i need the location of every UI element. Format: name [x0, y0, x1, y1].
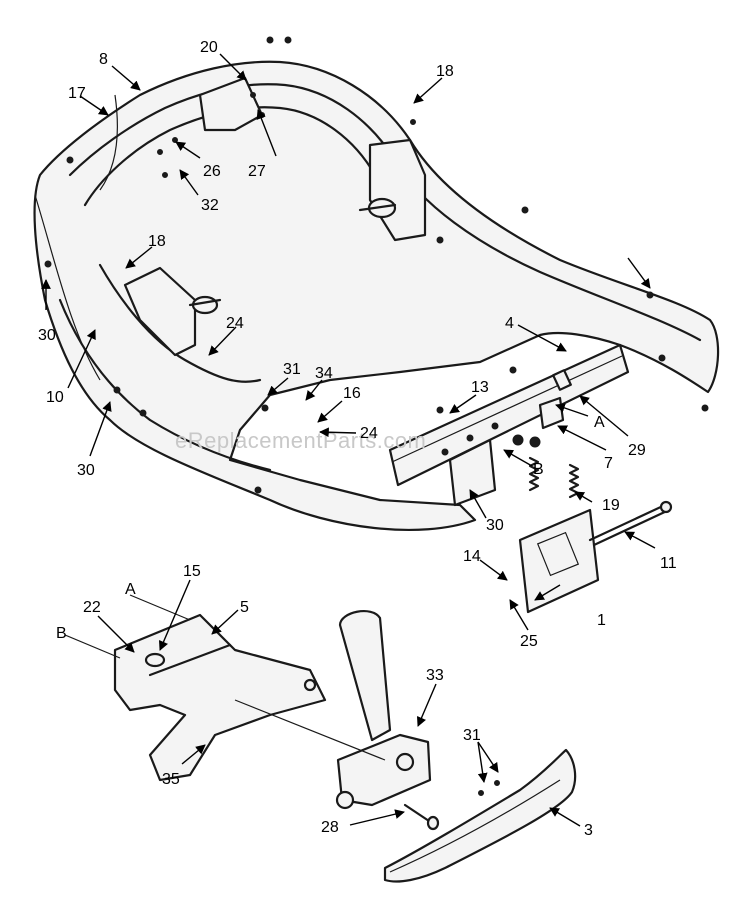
- steering-spindle: [234, 609, 432, 810]
- callout-30-left: 30: [38, 327, 56, 344]
- callout-27: 27: [248, 163, 266, 180]
- callout-4: 4: [505, 315, 514, 332]
- callout-15: 15: [183, 563, 201, 580]
- callout-3: 3: [584, 822, 593, 839]
- callout-31-mid: 31: [283, 361, 301, 378]
- callout-17: 17: [68, 85, 86, 102]
- rear-crossmember: [388, 343, 630, 487]
- callout-24-mid: 24: [360, 425, 378, 442]
- right-upright-bracket: [358, 138, 427, 242]
- spindle-pin: [403, 803, 440, 831]
- callout-13: 13: [471, 379, 489, 396]
- callout-33: 33: [426, 667, 444, 684]
- callout-28: 28: [321, 819, 339, 836]
- callout-A-lower: A: [125, 581, 136, 598]
- callout-31-bumper: 31: [463, 727, 481, 744]
- hitch-plate: [518, 508, 600, 614]
- callout-B-lower: B: [56, 625, 67, 642]
- callout-25: 25: [520, 633, 538, 650]
- callout-1: 1: [597, 612, 606, 629]
- callout-30-bracket: 30: [486, 517, 504, 534]
- hitch-brackets: [448, 396, 565, 507]
- callout-26: 26: [203, 163, 221, 180]
- callout-11: 11: [660, 555, 677, 572]
- watermark-text: eReplacementParts.com: [175, 428, 426, 453]
- callout-22: 22: [83, 599, 101, 616]
- callout-29: 29: [628, 442, 646, 459]
- callout-8: 8: [99, 51, 108, 68]
- callout-34: 34: [315, 365, 333, 382]
- callout-A-upper: A: [594, 414, 605, 431]
- left-upright-bracket: [123, 266, 222, 357]
- callout-14: 14: [463, 548, 481, 565]
- callout-10: 10: [46, 389, 64, 406]
- long-pin: [588, 500, 673, 547]
- callout-B-upper: B: [533, 461, 544, 478]
- callout-32: 32: [201, 197, 219, 214]
- callout-20: 20: [200, 39, 218, 56]
- main-frame: [33, 60, 720, 532]
- front-bumper: [383, 748, 577, 883]
- callout-30-bottom-left: 30: [77, 462, 95, 479]
- callout-7: 7: [604, 455, 613, 472]
- callout-19: 19: [602, 497, 620, 514]
- callout-5: 5: [240, 599, 249, 616]
- leader-lines: [41, 53, 656, 827]
- callout-18-top: 18: [436, 63, 454, 80]
- callout-labels: 20 8 17 18 26 27 32 18 30 24 10 31 34 16…: [38, 39, 677, 839]
- callout-18-left: 18: [148, 233, 166, 250]
- callout-24-left: 24: [226, 315, 244, 332]
- callout-35: 35: [162, 771, 180, 788]
- front-axle-assembly: [64, 594, 327, 782]
- hardware: [44, 119, 709, 494]
- callout-16: 16: [343, 385, 361, 402]
- top-bracket: [198, 36, 292, 132]
